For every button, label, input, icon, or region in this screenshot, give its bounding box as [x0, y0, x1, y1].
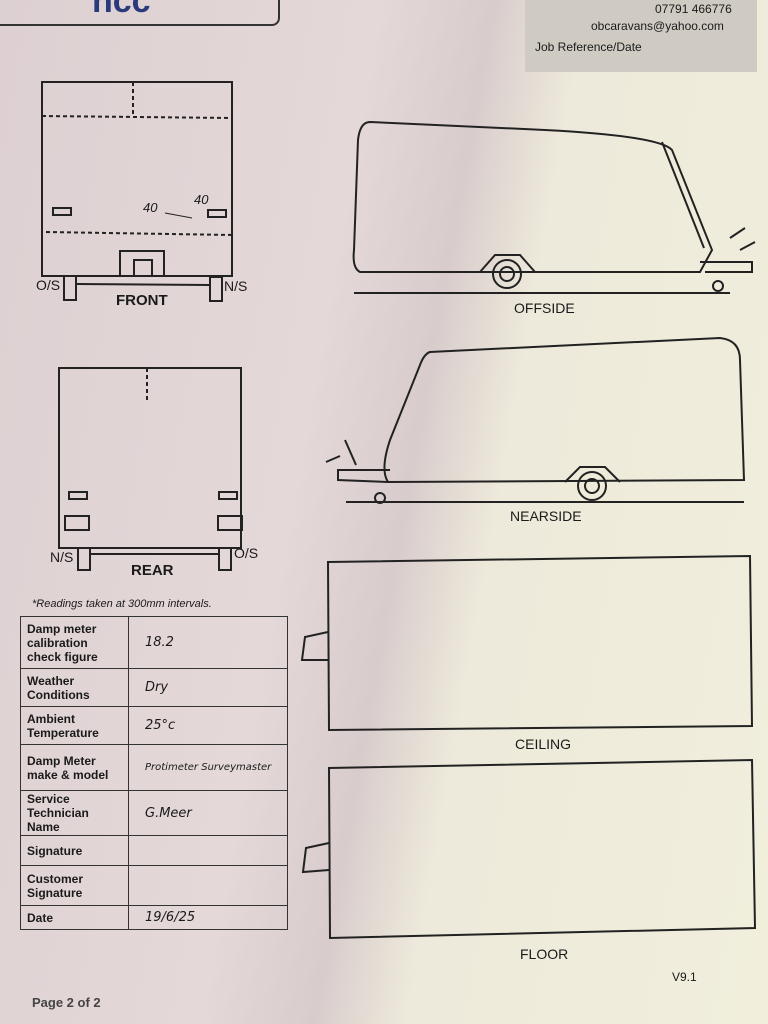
row-value — [128, 835, 288, 866]
front-label: FRONT — [116, 292, 168, 309]
offside-label: OFFSIDE — [514, 300, 575, 316]
floor-diagram — [301, 758, 757, 940]
row-value: 25°c — [128, 706, 288, 745]
row-label: Signature — [20, 835, 129, 866]
rear-diagram — [58, 367, 243, 571]
form-row: Customer Signature — [20, 865, 288, 906]
front-diagram — [41, 81, 233, 302]
row-label: Date — [20, 905, 129, 930]
rear-os-label: O/S — [234, 545, 259, 561]
nearside-label: NEARSIDE — [510, 508, 582, 524]
row-value: 18.2 — [128, 616, 288, 669]
floor-label: FLOOR — [520, 946, 569, 962]
phone: 07791 466776 — [655, 2, 732, 16]
job-reference-box: 07791 466776 obcaravans@yahoo.com Job Re… — [525, 0, 757, 72]
logo: ncc — [92, 0, 151, 20]
front-reading: 40 — [143, 200, 158, 215]
row-label: Damp meter calibration check figure — [20, 616, 129, 669]
nearside-diagram — [325, 336, 746, 504]
ceiling-diagram — [300, 554, 754, 732]
row-value: 19/6/25 — [128, 905, 288, 930]
rear-label: REAR — [131, 562, 174, 579]
row-value: Protimeter Surveymaster — [128, 744, 288, 791]
row-label: Customer Signature — [20, 865, 129, 906]
offside-diagram — [352, 120, 756, 294]
row-label: Ambient Temperature — [20, 706, 129, 745]
form-row: Signature — [20, 835, 288, 866]
rear-ns-label: N/S — [50, 549, 74, 565]
email: obcaravans@yahoo.com — [591, 19, 724, 33]
version: V9.1 — [672, 970, 697, 984]
row-value: Dry — [128, 668, 288, 707]
readings-note: *Readings taken at 300mm intervals. — [32, 598, 212, 610]
page-number: Page 2 of 2 — [32, 995, 101, 1010]
row-value: G.Meer — [128, 790, 288, 836]
job-reference-label: Job Reference/Date — [535, 40, 642, 54]
row-label: Service Technician Name — [20, 790, 129, 836]
front-os-label: O/S — [36, 277, 61, 293]
ceiling-label: CEILING — [515, 736, 572, 752]
row-value — [128, 865, 288, 906]
row-label: Weather Conditions — [20, 668, 129, 707]
front-reading: 40 — [194, 192, 209, 207]
header-logo-box — [0, 0, 280, 26]
front-ns-label: N/S — [224, 278, 248, 294]
row-label: Damp Meter make & model — [20, 744, 129, 791]
